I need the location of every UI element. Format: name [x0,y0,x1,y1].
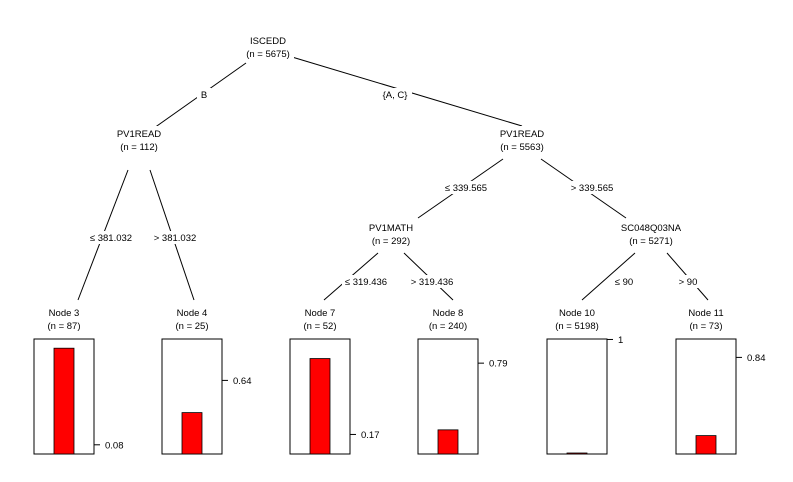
node-9-variable: SC048Q03NA [621,223,682,234]
leaf-axis-label: 0.08 [105,440,124,451]
terminal-nodes: Node 3 (n = 87) 0.08 Node 4 (n = 25) 0.64 Node… [33,308,766,455]
node-6-variable: PV1MATH [369,223,413,234]
edge-label-n5-right: > 339.565 [571,183,614,194]
node-6-count: (n = 292) [372,236,410,247]
leaf-count: (n = 25) [175,321,208,332]
edge-label-n6-right: > 319.436 [411,277,454,288]
edge-label-n9-right: > 90 [679,277,698,288]
edge-n9-n10 [581,252,636,301]
node-2-variable: PV1READ [117,129,161,140]
leaf-bar [566,452,588,455]
edge-label-n5-left: ≤ 339.565 [445,183,487,194]
leaf-bar [437,429,459,455]
leaf-count: (n = 52) [303,321,336,332]
leaf-axis-label: 0.17 [361,430,380,441]
leaf-title: Node 8 [433,308,464,319]
node-5-count: (n = 5563) [500,142,544,153]
leaf-bar [309,358,331,455]
leaf-panel [546,338,608,455]
edge-labels: B {A, C} ≤ 381.032 > 381.032 ≤ 339.565 >… [86,88,701,288]
node-9-count: (n = 5271) [629,236,673,247]
leaf-title: Node 3 [49,308,80,319]
leaf-axis-label: 0.84 [747,353,766,364]
leaf-bar [53,347,75,455]
edge-label-n1-right: {A, C} [383,90,408,101]
edge-label-n2-left: ≤ 381.032 [90,233,132,244]
leaf-count: (n = 240) [429,321,467,332]
leaf-title: Node 7 [305,308,336,319]
leaf-axis-label: 1 [618,335,623,346]
leaf-count: (n = 87) [47,321,80,332]
leaf-axis-label: 0.64 [233,376,252,387]
node-1-variable: ISCEDD [250,36,286,47]
leaf-title: Node 10 [559,308,595,319]
leaf-title: Node 4 [177,308,208,319]
node-2-count: (n = 112) [120,142,158,153]
leaf-bar [181,412,203,455]
edge-label-n1-left: B [201,90,207,101]
node-5-variable: PV1READ [500,129,544,140]
leaf-title: Node 11 [688,308,723,319]
leaf-count: (n = 5198) [555,321,599,332]
inner-nodes: ISCEDD (n = 5675) PV1READ (n = 112) PV1R… [112,33,686,248]
edge-label-n2-right: > 381.032 [154,233,197,244]
leaf-bar [695,435,717,455]
leaf-panel [161,338,223,455]
edge-label-n9-left: ≤ 90 [615,277,633,288]
node-1-count: (n = 5675) [246,49,290,60]
edge-label-n6-left: ≤ 319.436 [345,277,387,288]
leaf-axis-label: 0.79 [489,359,508,370]
leaf-count: (n = 73) [689,321,722,332]
